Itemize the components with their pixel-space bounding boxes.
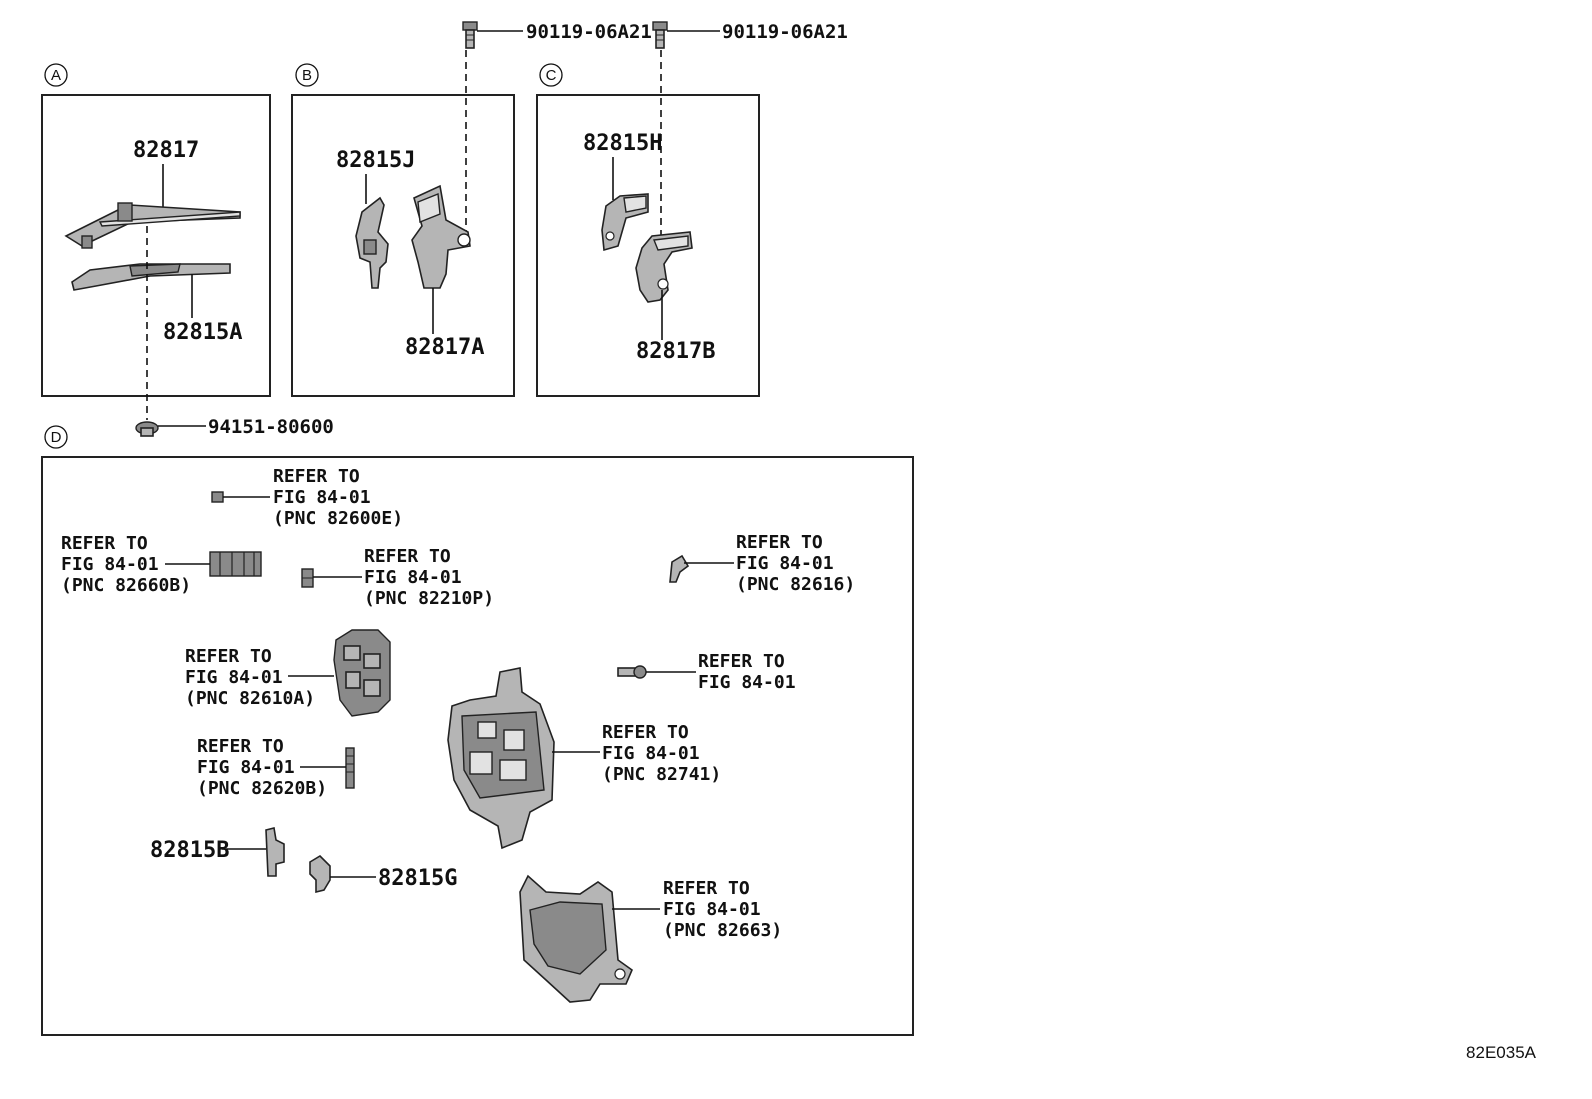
refer-note-82616: REFER TO FIG 84-01 (PNC 82616) (736, 532, 855, 595)
svg-text:FIG 84-01: FIG 84-01 (364, 567, 462, 588)
svg-text:FIG 84-01: FIG 84-01 (736, 553, 834, 574)
section-a-box (41, 94, 271, 397)
svg-text:REFER TO: REFER TO (185, 646, 272, 667)
part-label-82815H: 82815H (583, 131, 662, 156)
svg-text:FIG 84-01: FIG 84-01 (602, 743, 700, 764)
svg-text:FIG 84-01: FIG 84-01 (61, 554, 159, 575)
screw-icon (617, 665, 647, 679)
svg-text:REFER TO: REFER TO (602, 722, 689, 743)
section-b-box (291, 94, 515, 397)
section-b-marker: B (295, 63, 319, 87)
part-label-82817A: 82817A (405, 335, 484, 360)
part-label-82817B: 82817B (636, 339, 715, 364)
bracket-82817A-part (411, 184, 471, 289)
clip-part-number: 94151-80600 (208, 416, 334, 438)
refer-note-82600E: REFER TO FIG 84-01 (PNC 82600E) (273, 466, 403, 529)
svg-text:REFER TO: REFER TO (663, 878, 750, 899)
part-label-82815J: 82815J (336, 148, 415, 173)
svg-text:REFER TO: REFER TO (364, 546, 451, 567)
refer-note-82663: REFER TO FIG 84-01 (PNC 82663) (663, 878, 782, 941)
svg-text:FIG 84-01: FIG 84-01 (663, 899, 761, 920)
svg-text:(PNC 82616): (PNC 82616) (736, 574, 855, 595)
svg-text:REFER TO: REFER TO (273, 466, 360, 487)
refer-note-82210P: REFER TO FIG 84-01 (PNC 82210P) (364, 546, 494, 609)
svg-text:FIG 84-01: FIG 84-01 (273, 487, 371, 508)
section-d-box (41, 456, 914, 1036)
svg-text:(PNC 82663): (PNC 82663) (663, 920, 782, 941)
bracket-82815H-part (601, 193, 649, 252)
svg-text:FIG 84-01: FIG 84-01 (185, 667, 283, 688)
relay-block-part (209, 551, 262, 577)
bolt-part-number-2: 90119-06A21 (722, 21, 848, 43)
refer-note-82610A: REFER TO FIG 84-01 (PNC 82610A) (185, 646, 315, 709)
svg-text:(PNC 82210P): (PNC 82210P) (364, 588, 494, 609)
section-c-marker: C (539, 63, 563, 87)
svg-text:FIG 84-01: FIG 84-01 (197, 757, 295, 778)
lower-rail-part (71, 263, 231, 291)
junction-block-part (333, 629, 391, 717)
bolt-icon (652, 21, 668, 49)
svg-text:D: D (51, 429, 62, 446)
refer-note-82741: REFER TO FIG 84-01 (PNC 82741) (602, 722, 721, 785)
refer-note-82620B: REFER TO FIG 84-01 (PNC 82620B) (197, 736, 327, 799)
svg-text:(PNC 82600E): (PNC 82600E) (273, 508, 403, 529)
svg-text:(PNC 82610A): (PNC 82610A) (185, 688, 315, 709)
relay-bracket-part (447, 667, 555, 850)
refer-note-82660B: REFER TO FIG 84-01 (PNC 82660B) (61, 533, 191, 596)
svg-text:A: A (51, 67, 61, 84)
section-c-box (536, 94, 760, 397)
svg-text:(PNC 82741): (PNC 82741) (602, 764, 721, 785)
clip-icon (135, 421, 159, 437)
bracket-82815G-part (309, 854, 331, 894)
svg-text:FIG 84-01: FIG 84-01 (698, 672, 796, 693)
bracket-82817B-part (635, 231, 693, 303)
svg-text:C: C (546, 67, 557, 84)
figure-code: 82E035A (1466, 1043, 1537, 1062)
bracket-82815J-part (355, 196, 389, 289)
part-label-82815A: 82815A (163, 320, 242, 345)
terminal-part (669, 554, 690, 583)
fuse-box-cover-part (519, 874, 633, 1003)
section-a-marker: A (44, 63, 68, 87)
svg-text:REFER TO: REFER TO (61, 533, 148, 554)
svg-text:(PNC 82660B): (PNC 82660B) (61, 575, 191, 596)
svg-text:REFER TO: REFER TO (698, 651, 785, 672)
bracket-82815B-part (265, 827, 285, 877)
svg-text:REFER TO: REFER TO (736, 532, 823, 553)
svg-text:(PNC 82620B): (PNC 82620B) (197, 778, 327, 799)
refer-note-screw: REFER TO FIG 84-01 (698, 651, 796, 693)
bolt-icon (462, 21, 478, 49)
bolt-part-number-1: 90119-06A21 (526, 21, 652, 43)
connector-small-part (301, 568, 314, 588)
svg-text:REFER TO: REFER TO (197, 736, 284, 757)
part-label-82815B: 82815B (150, 838, 229, 863)
section-d-marker: D (44, 425, 68, 449)
svg-text:B: B (302, 67, 312, 84)
fuse-part (345, 747, 355, 789)
part-label-82817: 82817 (133, 138, 199, 163)
connector-small-part (211, 491, 224, 503)
upper-rail-part (64, 202, 241, 249)
part-label-82815G: 82815G (378, 866, 457, 891)
